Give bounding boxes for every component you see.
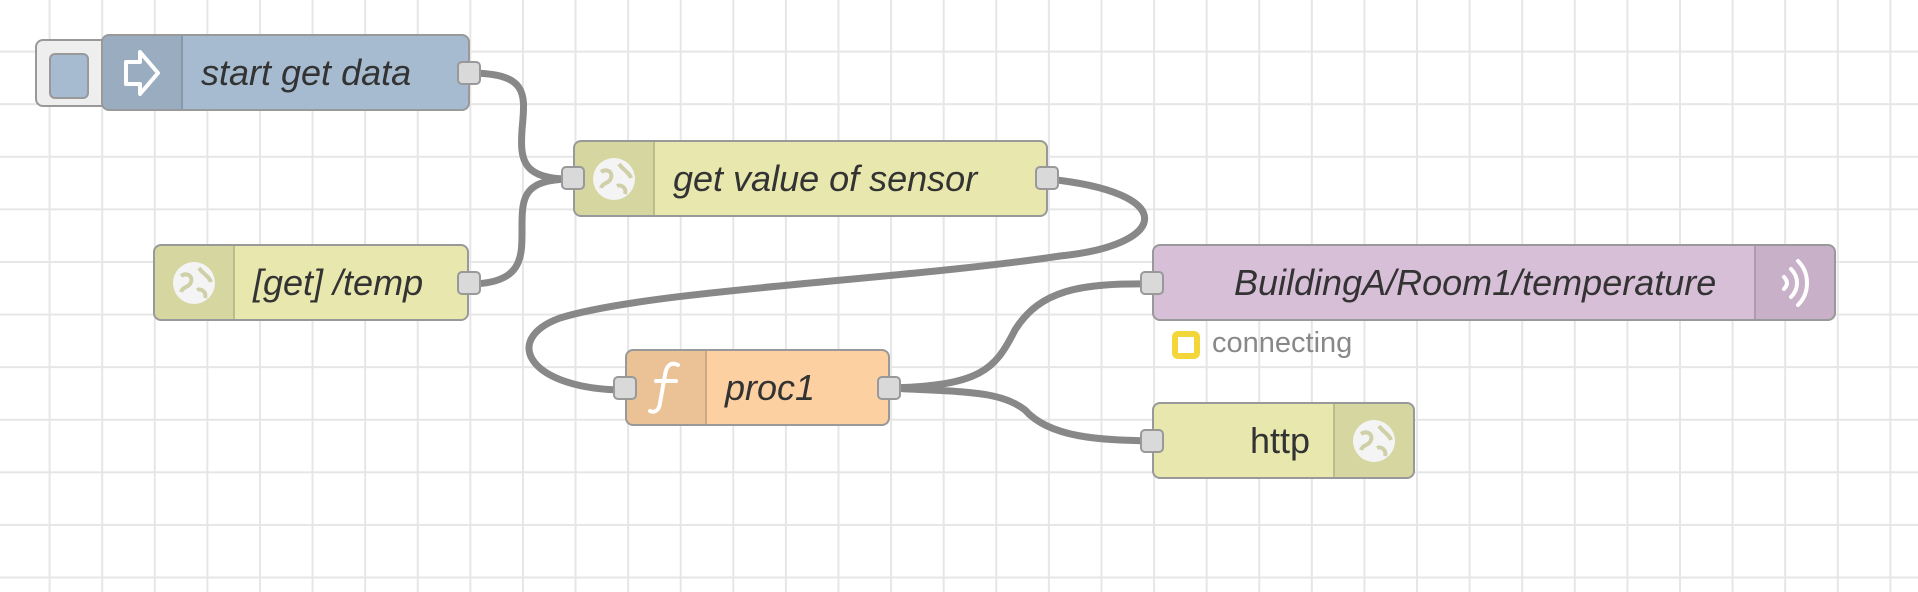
input-port[interactable]	[1140, 271, 1164, 295]
status-indicator-icon	[1172, 331, 1200, 359]
globe-icon	[575, 142, 655, 215]
input-port[interactable]	[1140, 429, 1164, 453]
node-label: get value of sensor	[673, 157, 978, 199]
node-mqtt-out[interactable]: BuildingA/Room1/temperature	[1152, 244, 1836, 321]
node-proc1[interactable]: proc1	[625, 349, 890, 426]
globe-icon	[1333, 404, 1413, 477]
globe-icon	[155, 246, 235, 319]
wire-start-to-get-value[interactable]	[465, 69, 577, 183]
output-port[interactable]	[877, 376, 901, 400]
output-port[interactable]	[457, 61, 481, 85]
input-port[interactable]	[613, 376, 637, 400]
wire-proc1-to-mqtt[interactable]	[885, 280, 1156, 392]
inject-button-inner	[49, 53, 89, 99]
node-label: proc1	[725, 366, 816, 408]
function-icon	[627, 351, 707, 424]
node-label: BuildingA/Room1/temperature	[1234, 261, 1717, 303]
wire-proc1-to-http[interactable]	[885, 384, 1156, 445]
node-label: http	[1250, 419, 1311, 461]
node-start-get-data[interactable]: start get data	[101, 34, 470, 111]
wireless-icon	[1754, 246, 1834, 319]
wire-get-temp-to-get-value[interactable]	[465, 175, 577, 288]
status-text: connecting	[1212, 327, 1353, 359]
arrow-right-icon	[103, 36, 183, 109]
node-get-temp[interactable]: [get] /temp	[153, 244, 469, 321]
node-label: [get] /temp	[253, 261, 424, 303]
input-port[interactable]	[561, 166, 585, 190]
node-get-value-of-sensor[interactable]: get value of sensor	[573, 140, 1048, 217]
node-http-response[interactable]: http	[1152, 402, 1415, 479]
inject-trigger-button[interactable]	[35, 39, 107, 107]
node-label: start get data	[201, 51, 412, 93]
output-port[interactable]	[457, 271, 481, 295]
output-port[interactable]	[1035, 166, 1059, 190]
